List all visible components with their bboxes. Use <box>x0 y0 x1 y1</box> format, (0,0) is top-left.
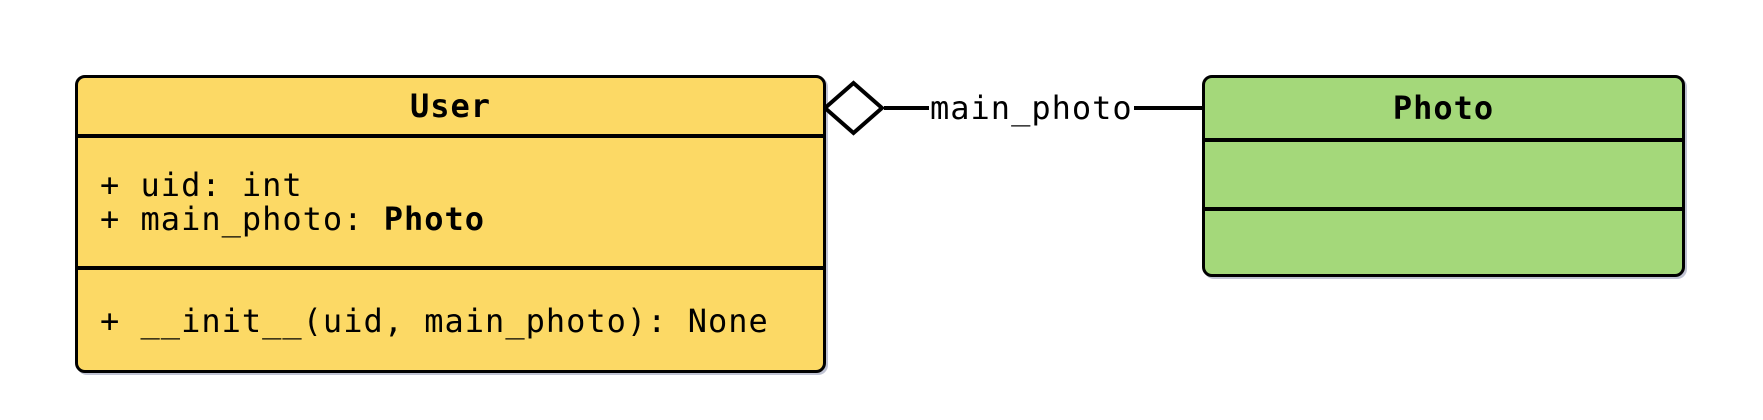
connector-line <box>1133 106 1205 110</box>
class-methods-user: + __init__(uid, main_photo): None <box>78 266 823 370</box>
method-label: + __init__(uid, main_photo): <box>100 302 688 340</box>
aggregation-connector: main_photo <box>823 80 1205 136</box>
class-title-label: Photo <box>1392 89 1495 127</box>
attribute-type: Photo <box>383 200 486 238</box>
method-row: + __init__(uid, main_photo): None <box>100 304 823 338</box>
class-title-label: User <box>409 87 492 125</box>
class-title-photo: Photo <box>1205 78 1682 138</box>
method-return-type: None <box>687 302 769 340</box>
class-box-photo: Photo <box>1202 75 1685 277</box>
connector-label: main_photo <box>930 89 1133 127</box>
class-attributes-user: + uid: int + main_photo: Photo <box>78 134 823 266</box>
attribute-label: + uid: <box>100 166 242 204</box>
attribute-type: int <box>241 166 303 204</box>
connector-line <box>884 106 929 110</box>
attribute-row: + uid: int <box>100 168 823 202</box>
class-title-user: User <box>78 78 823 134</box>
class-methods-photo <box>1205 207 1682 274</box>
attribute-label: + main_photo: <box>100 200 384 238</box>
aggregation-diamond-icon <box>823 80 884 136</box>
class-attributes-photo <box>1205 138 1682 207</box>
attribute-row: + main_photo: Photo <box>100 202 823 236</box>
class-box-user: User + uid: int + main_photo: Photo + __… <box>75 75 826 373</box>
